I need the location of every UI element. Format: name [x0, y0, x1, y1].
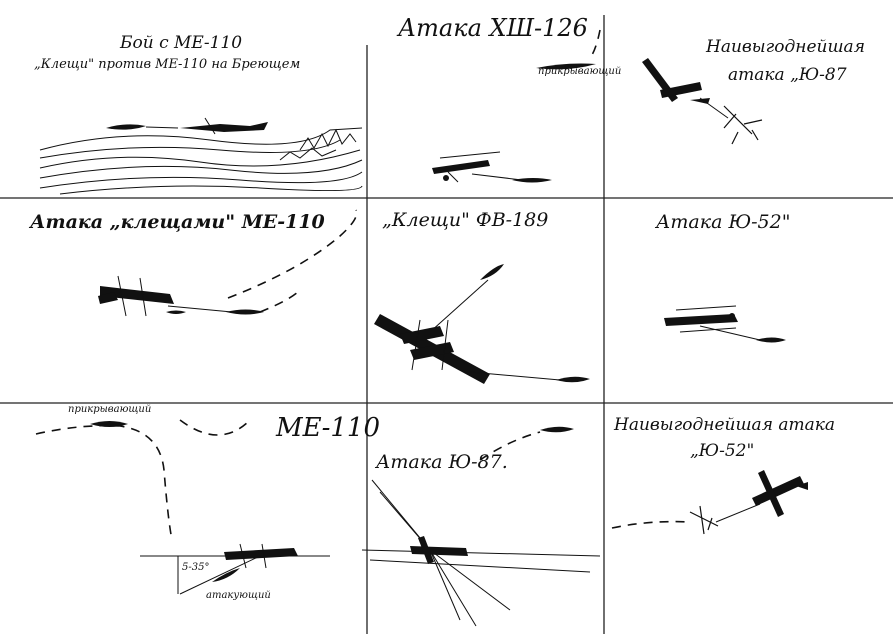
ju87-plane — [642, 58, 710, 104]
me110-plane — [98, 276, 174, 316]
fire-line — [700, 98, 728, 118]
fire-line — [430, 280, 488, 332]
panel-fw189: „Клещи" ФВ-189 — [374, 209, 590, 384]
attacking-fighter — [212, 568, 240, 582]
fire-line — [716, 504, 760, 522]
panel-caption: „Ю-52" — [690, 441, 754, 461]
panel-me110-cover: МЕ-110 прикрывающий 5-35° атакующий — [36, 404, 380, 601]
attacking-fighter — [540, 427, 574, 433]
attacking-fighter — [226, 310, 264, 315]
attacking-fighter — [556, 377, 590, 383]
panel-ju52-best: Наивыгоднейшая атака „Ю-52" — [612, 415, 835, 534]
fighter-plane — [180, 118, 268, 134]
main-title: Атака ХШ-126 — [396, 14, 588, 42]
panel-me110-fight: Бой с МЕ-110 „Клещи" против МЕ-110 на Бр… — [34, 33, 362, 194]
panel-hs126: прикрывающий — [432, 30, 621, 183]
panel-caption: Наивыгоднейшая атака — [613, 415, 835, 435]
panel-caption: Атака „клещами" МЕ-110 — [28, 211, 325, 233]
attacking-fighter — [480, 264, 504, 280]
panel-ju87: Атака Ю-87. — [362, 427, 600, 626]
fire-cone — [362, 480, 600, 626]
terrain-hatching — [40, 128, 362, 194]
angle-label: 5-35° — [182, 562, 209, 573]
escort-label: прикрывающий — [68, 404, 151, 415]
panel-caption: Атака Ю-52" — [654, 211, 790, 233]
me110-plane — [106, 124, 178, 129]
ju87-plane — [410, 536, 468, 564]
panel-caption: атака „Ю-87 — [728, 65, 847, 85]
fighter-plane — [724, 106, 762, 144]
panel-me110-pincer: Атака „клещами" МЕ-110 — [28, 210, 357, 316]
ju52-plane — [752, 470, 808, 517]
panel-caption: Бой с МЕ-110 — [119, 33, 242, 53]
me110-plane — [224, 544, 298, 568]
attacking-fighter — [512, 178, 552, 183]
fw189-plane — [374, 314, 490, 384]
flight-path — [180, 420, 250, 435]
panel-grid — [0, 15, 893, 634]
attacking-fighter — [166, 311, 186, 315]
fire-line — [472, 174, 522, 180]
attacker-label: атакующий — [206, 590, 271, 601]
flight-path — [260, 290, 300, 312]
panel-caption: „Клещи" ФВ-189 — [382, 209, 548, 231]
panel-caption: Атака Ю-87. — [374, 451, 508, 473]
panel-caption: МЕ-110 — [275, 413, 380, 443]
hs126-plane — [432, 152, 500, 182]
flight-path — [612, 522, 690, 528]
panel-caption: „Клещи" против МЕ-110 на Бреющем — [34, 57, 300, 72]
panel-ju87-best: Наивыгоднейшая атака „Ю-87 — [642, 37, 865, 144]
flight-path — [36, 426, 172, 540]
escort-label: прикрывающий — [538, 66, 621, 77]
fighter-plane — [690, 506, 718, 534]
flight-path — [590, 30, 600, 58]
attacking-fighter — [756, 338, 786, 343]
panel-ju52: Атака Ю-52" — [654, 211, 790, 343]
panel-caption: Наивыгоднейшая — [705, 37, 865, 57]
ju52-plane — [664, 306, 738, 332]
